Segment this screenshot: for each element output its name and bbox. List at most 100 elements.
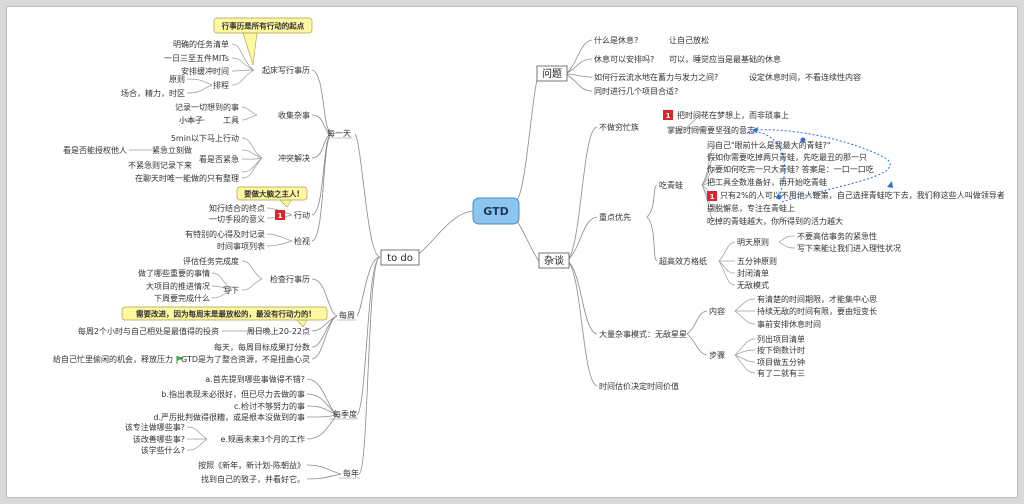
frog-item-6[interactable]: 摆脱懈怠，专注在青蛙上	[707, 203, 795, 213]
check-item-5[interactable]: 下周要完成什么	[154, 293, 210, 303]
node-steps[interactable]: 步骤	[709, 351, 725, 360]
collect-item-1[interactable]: 记录一切想到的事	[175, 102, 239, 112]
node-todo[interactable]: to do	[380, 249, 420, 266]
node-questions[interactable]: 问题	[536, 65, 568, 82]
weekly-item-3[interactable]: 每天，每周目标成果打分数	[214, 342, 310, 352]
label-weekly[interactable]: 每周	[339, 310, 355, 320]
leaf-edges	[129, 43, 796, 451]
table-item-2[interactable]: 五分钟原则	[737, 256, 777, 266]
busy-item-2[interactable]: 掌握时间需要坚强的意志	[667, 125, 755, 135]
year-item-1[interactable]: 按照《新年，新计划-陈朝益》	[198, 460, 305, 470]
check-item-2[interactable]: 做了哪些重要的事情	[138, 268, 210, 278]
table-sub-2[interactable]: 写下来能让我们进入理性状况	[797, 243, 901, 253]
quarter-item-a[interactable]: a.首先提到哪些事做得不错?	[205, 374, 305, 384]
table-item-4[interactable]: 无敌模式	[737, 280, 769, 290]
collect-item-3[interactable]: 工具	[223, 116, 239, 125]
quarter-item-c[interactable]: c.检讨不够努力的事	[234, 401, 305, 411]
label-quarterly[interactable]: 每季度	[333, 409, 357, 419]
year-item-2[interactable]: 找到自己的致子，并看好它。	[201, 474, 305, 484]
root-node[interactable]: GTD	[472, 197, 520, 225]
conflict-item-5[interactable]: 不紧急则记录下来	[128, 160, 192, 170]
content-item-1[interactable]: 有清楚的时间期限，才能集中心思	[757, 294, 877, 304]
label-daily[interactable]: 每一天	[327, 128, 351, 138]
q-item-1[interactable]: 什么是休息?	[594, 35, 638, 45]
node-conflict[interactable]: 冲突解决	[278, 153, 310, 163]
cal-item-2[interactable]: 一日三至五件MITs	[164, 53, 229, 63]
review-item-2[interactable]: 时间事项列表	[217, 241, 265, 251]
action-item-2[interactable]: 一切手段的意义	[209, 214, 265, 224]
root-label: GTD	[483, 205, 508, 218]
steps-item-4[interactable]: 有了二就有三	[757, 368, 805, 378]
conflict-item-4[interactable]: 看是否紧急	[199, 154, 239, 164]
weekly-item-1[interactable]: 周日晚上20-22点	[247, 326, 310, 336]
right-misc: 不做穷忙族 1 把时间花在梦想上，而非琐事上 掌握时间需要坚强的意志 重点优先 …	[599, 110, 1005, 391]
table-item-3[interactable]: 封闭清单	[737, 268, 769, 278]
table-item-1[interactable]: 明天原则	[737, 237, 769, 247]
node-estimate[interactable]: 时间估价决定时间价值	[599, 381, 679, 391]
sched-item-2[interactable]: 场合，精力，时区	[121, 88, 185, 98]
weekly-item-5[interactable]: 给自己忙里偷闲的机会，释放压力	[53, 354, 173, 364]
sched-item-1[interactable]: 原则	[169, 74, 185, 84]
quarter-item-b[interactable]: b.指出表现未必很好，但已尽力去做的事	[161, 389, 305, 399]
frog-item-2[interactable]: 假如你需要吃掉两只青蛙，先吃最丑的那一只	[707, 152, 867, 162]
steps-item-1[interactable]: 列出项目清单	[757, 334, 805, 344]
frog-item-5[interactable]: 只有2%的人可以不用他人鞭策，自己选择青蛙吃下去，我们称这些人叫做领导者	[720, 190, 1005, 200]
node-table[interactable]: 超高效方格纸	[659, 256, 707, 266]
conflict-item-6[interactable]: 在聊天时唯一能做的只有整理	[135, 173, 239, 183]
cal-item-1[interactable]: 明确的任务清单	[173, 39, 229, 49]
conflict-item-2[interactable]: 紧急立刻做	[152, 145, 192, 155]
check-item-1[interactable]: 评估任务完成度	[183, 256, 239, 266]
check-item-3[interactable]: 大项目的推进情况	[146, 281, 210, 291]
node-collect[interactable]: 收集杂事	[278, 110, 310, 120]
steps-item-3[interactable]: 项目做五分钟	[757, 357, 805, 367]
table-sub-1[interactable]: 不要高估事务的紧急性	[797, 231, 877, 241]
connector-dot[interactable]	[800, 137, 806, 143]
node-action[interactable]: 行动	[294, 210, 310, 220]
node-frog[interactable]: 吃青蛙	[659, 180, 683, 190]
callout-weekend-text: 需要改进，因为每周末是最放松的，最没有行动力的!	[136, 309, 312, 319]
callout-brain: 要做大脑之主人!	[236, 186, 308, 208]
frog-item-7[interactable]: 吃掉的青蛙越大，你所得到的活力越大	[707, 216, 843, 226]
quarter-sub-3[interactable]: 该学些什么?	[141, 445, 185, 455]
right-questions: 什么是休息? 让自己放松 休息可以安排吗? 可以，睡觉应当是最基础的休息 如何行…	[594, 35, 861, 96]
quarter-sub-2[interactable]: 该改善哪些事?	[133, 434, 185, 444]
content-item-3[interactable]: 事前安排休息时间	[757, 319, 821, 329]
q-answer-2[interactable]: 可以，睡觉应当是最基础的休息	[669, 54, 781, 64]
q-item-2[interactable]: 休息可以安排吗?	[594, 54, 654, 64]
node-misc[interactable]: 杂谈	[538, 252, 570, 269]
node-bulk[interactable]: 大量杂事模式：无敌星星	[599, 329, 687, 339]
node-content[interactable]: 内容	[709, 306, 725, 316]
node-check[interactable]: 检查行事历	[270, 274, 310, 284]
label-yearly[interactable]: 每年	[343, 468, 359, 478]
steps-item-2[interactable]: 按下倒数计时	[757, 345, 805, 355]
connector-dot[interactable]	[776, 194, 782, 200]
node-calendar[interactable]: 起床写行事历	[262, 65, 310, 75]
frog-item-1[interactable]: 问自己"眼前什么是我最大的青蛙?"	[707, 140, 831, 150]
callout-calendar-text: 行事历是所有行动的起点	[221, 21, 305, 31]
weekly-item-2[interactable]: 每周2个小时与自己相处是最值得的投资	[78, 326, 219, 336]
review-item-1[interactable]: 有特别的心得及时记录	[185, 229, 265, 239]
conflict-item-3[interactable]: 看是否能授权他人	[63, 145, 127, 155]
collect-item-2[interactable]: 小本子	[179, 115, 203, 125]
conflict-item-1[interactable]: 5min以下马上行动	[171, 133, 239, 143]
node-busy[interactable]: 不做穷忙族	[599, 122, 639, 132]
quarter-item-d[interactable]: d.严厉批判做得很糟，或是根本没做到的事	[153, 412, 305, 422]
cal-item-3[interactable]: 安排缓冲时间	[181, 66, 229, 76]
cal-item-4[interactable]: 排程	[213, 80, 229, 90]
busy-item-1[interactable]: 把时间花在梦想上，而非琐事上	[677, 110, 789, 120]
q-item-4[interactable]: 同时进行几个项目合适?	[594, 86, 678, 96]
action-item-1[interactable]: 知行结合的终点	[209, 203, 265, 213]
quarter-item-e[interactable]: e.规画未来3个月的工作	[220, 434, 305, 444]
q-answer-3[interactable]: 设定休息时间，不看连续性内容	[749, 72, 861, 82]
weekly-item-4[interactable]: GTD是为了整合资源，不是扭曲心灵	[181, 354, 310, 364]
q-item-3[interactable]: 如何行云流水地在蓄力与发力之间?	[594, 72, 718, 82]
quarter-sub-1[interactable]: 该专注做哪些事?	[125, 422, 185, 432]
check-item-4[interactable]: 写下	[223, 286, 239, 295]
frog-item-3[interactable]: 你要如何吃完一只大青蛙? 答案是：一口一口吃	[707, 164, 874, 174]
q-answer-1[interactable]: 让自己放松	[669, 35, 709, 45]
left-branch: 每一天 每周 每季度 每年 起床写行事历 明确的任务清单 一日三至五件MITs …	[53, 39, 360, 484]
node-priority[interactable]: 重点优先	[599, 212, 631, 222]
content-item-2[interactable]: 持续无敌的时间有限，要由短变长	[757, 306, 877, 316]
frog-item-4[interactable]: 把工具全数准备好，再开始吃青蛙	[707, 177, 827, 187]
node-review[interactable]: 检视	[294, 236, 310, 246]
